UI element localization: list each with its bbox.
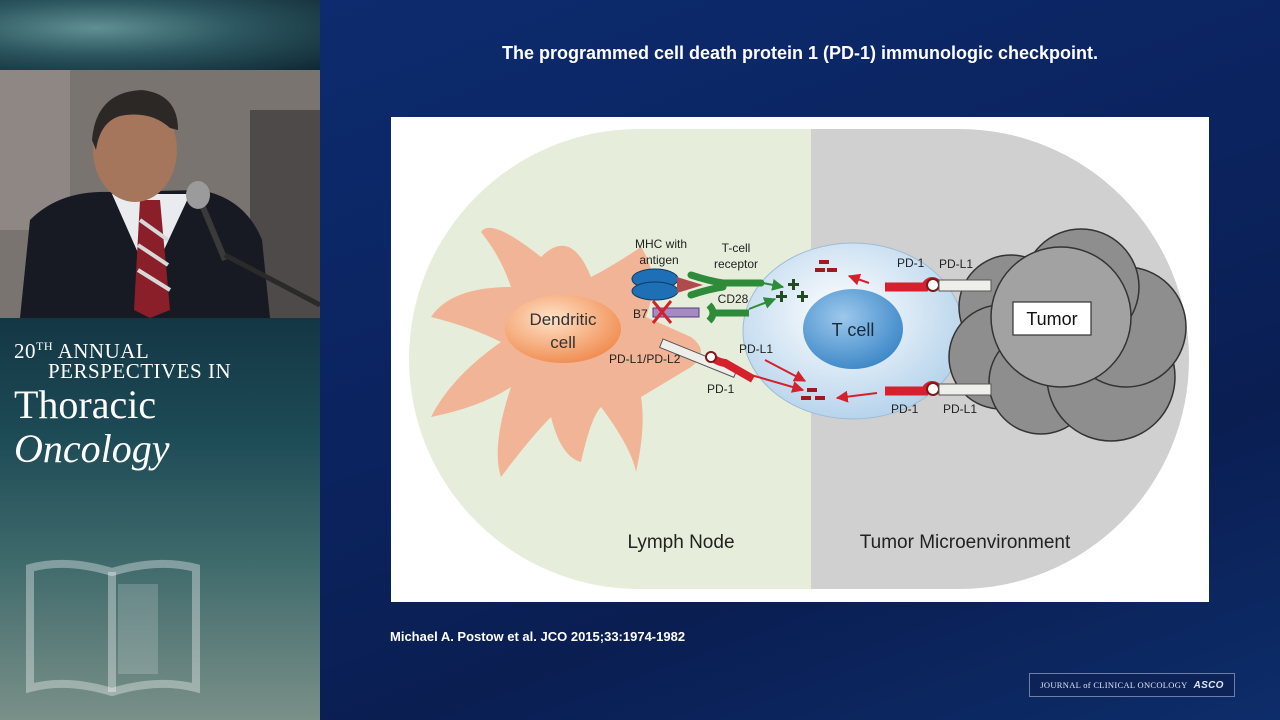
pdl1-pdl2-label: PD-L1/PD-L2: [609, 352, 681, 366]
tumor-label-box: [1012, 301, 1092, 336]
activation-arrow-2: [748, 297, 777, 310]
pd1-label-upper: PD-1: [897, 256, 925, 270]
conference-annual: ANNUAL: [53, 339, 150, 363]
dendritic-cell-label-1: Dendritic: [529, 310, 597, 329]
lymph-node-label: Lymph Node: [627, 532, 734, 553]
antigen-peptide: [677, 277, 703, 293]
t-cell-label: T cell: [832, 320, 875, 340]
cross-mark-icon: [651, 300, 673, 324]
conference-ordinal: TH: [36, 339, 53, 353]
pd1-diagram: Dendritic cell T cell Tumor MHC w: [409, 129, 1189, 589]
inhibition-arrow-3: [847, 273, 870, 286]
speaker-video-feed: [0, 70, 320, 318]
inhibition-arrow-2: [764, 359, 807, 382]
mhc-molecule-lower: [631, 281, 679, 301]
tumor-microenvironment-label: Tumor Microenvironment: [860, 532, 1071, 553]
pd1-binding-left: [705, 351, 717, 363]
pdl1-label-upper: PD-L1: [939, 257, 973, 271]
activating-plus-signs: [776, 279, 808, 302]
left-sidebar-panel: 20TH ANNUAL PERSPECTIVES IN Thoracic Onc…: [0, 0, 320, 720]
b7-label: B7: [633, 307, 648, 321]
pd1-binding-upper: [926, 278, 940, 292]
t-cell-receptor: [687, 271, 765, 299]
conference-title: 20TH ANNUAL PERSPECTIVES IN Thoracic Onc…: [14, 336, 314, 471]
slide-title: The programmed cell death protein 1 (PD-…: [501, 43, 1099, 63]
journal-logo-text: JOURNAL of CLINICAL ONCOLOGY: [1040, 680, 1188, 690]
book-watermark-icon: [26, 559, 200, 697]
pdl1-molecule-lower: [938, 383, 992, 396]
tcr-label-2: receptor: [714, 257, 758, 271]
conference-oncology: Oncology: [14, 426, 170, 471]
mhc-label-1: MHC with: [635, 237, 687, 251]
conference-number: 20: [14, 339, 36, 363]
mhc-label-2: antigen: [639, 253, 678, 267]
cd28-label: CD28: [718, 292, 749, 306]
decorative-top-strip: [0, 0, 320, 70]
cd28-receptor: [706, 302, 749, 324]
inhibition-arrow-1: [750, 374, 805, 393]
dendritic-cell-nucleus: [505, 295, 621, 363]
pd1-binding-lower: [926, 382, 940, 396]
presentation-slide: The programmed cell death protein 1 (PD-…: [320, 0, 1280, 720]
journal-logo: JOURNAL of CLINICAL ONCOLOGY ASCO: [1029, 673, 1235, 697]
pd1-label-lower: PD-1: [891, 402, 919, 416]
pdl1-label-lower: PD-L1: [943, 402, 977, 416]
tumor-label: Tumor: [1026, 309, 1077, 329]
b7-molecule: [652, 307, 700, 318]
activation-arrow-1: [762, 278, 785, 291]
conference-perspectives: PERSPECTIVES IN: [48, 359, 232, 383]
inhibition-arrow-4: [835, 390, 878, 403]
t-cell-nucleus: [803, 289, 903, 369]
pdl1-label-center: PD-L1: [739, 342, 773, 356]
speaker-image: [0, 70, 320, 318]
dendritic-cell-label-2: cell: [550, 333, 576, 352]
asco-logo: ASCO: [1193, 679, 1224, 691]
citation: Michael A. Postow et al. JCO 2015;33:197…: [390, 629, 686, 644]
pd1-label-left: PD-1: [707, 382, 735, 396]
tcr-label-1: T-cell: [722, 241, 751, 255]
pd1-checkpoint-figure: Dendritic cell T cell Tumor MHC w: [391, 117, 1209, 602]
inhibitory-minus-signs: [801, 260, 837, 400]
pdl1-molecule-upper: [938, 279, 992, 292]
conference-thoracic: Thoracic: [14, 382, 157, 427]
